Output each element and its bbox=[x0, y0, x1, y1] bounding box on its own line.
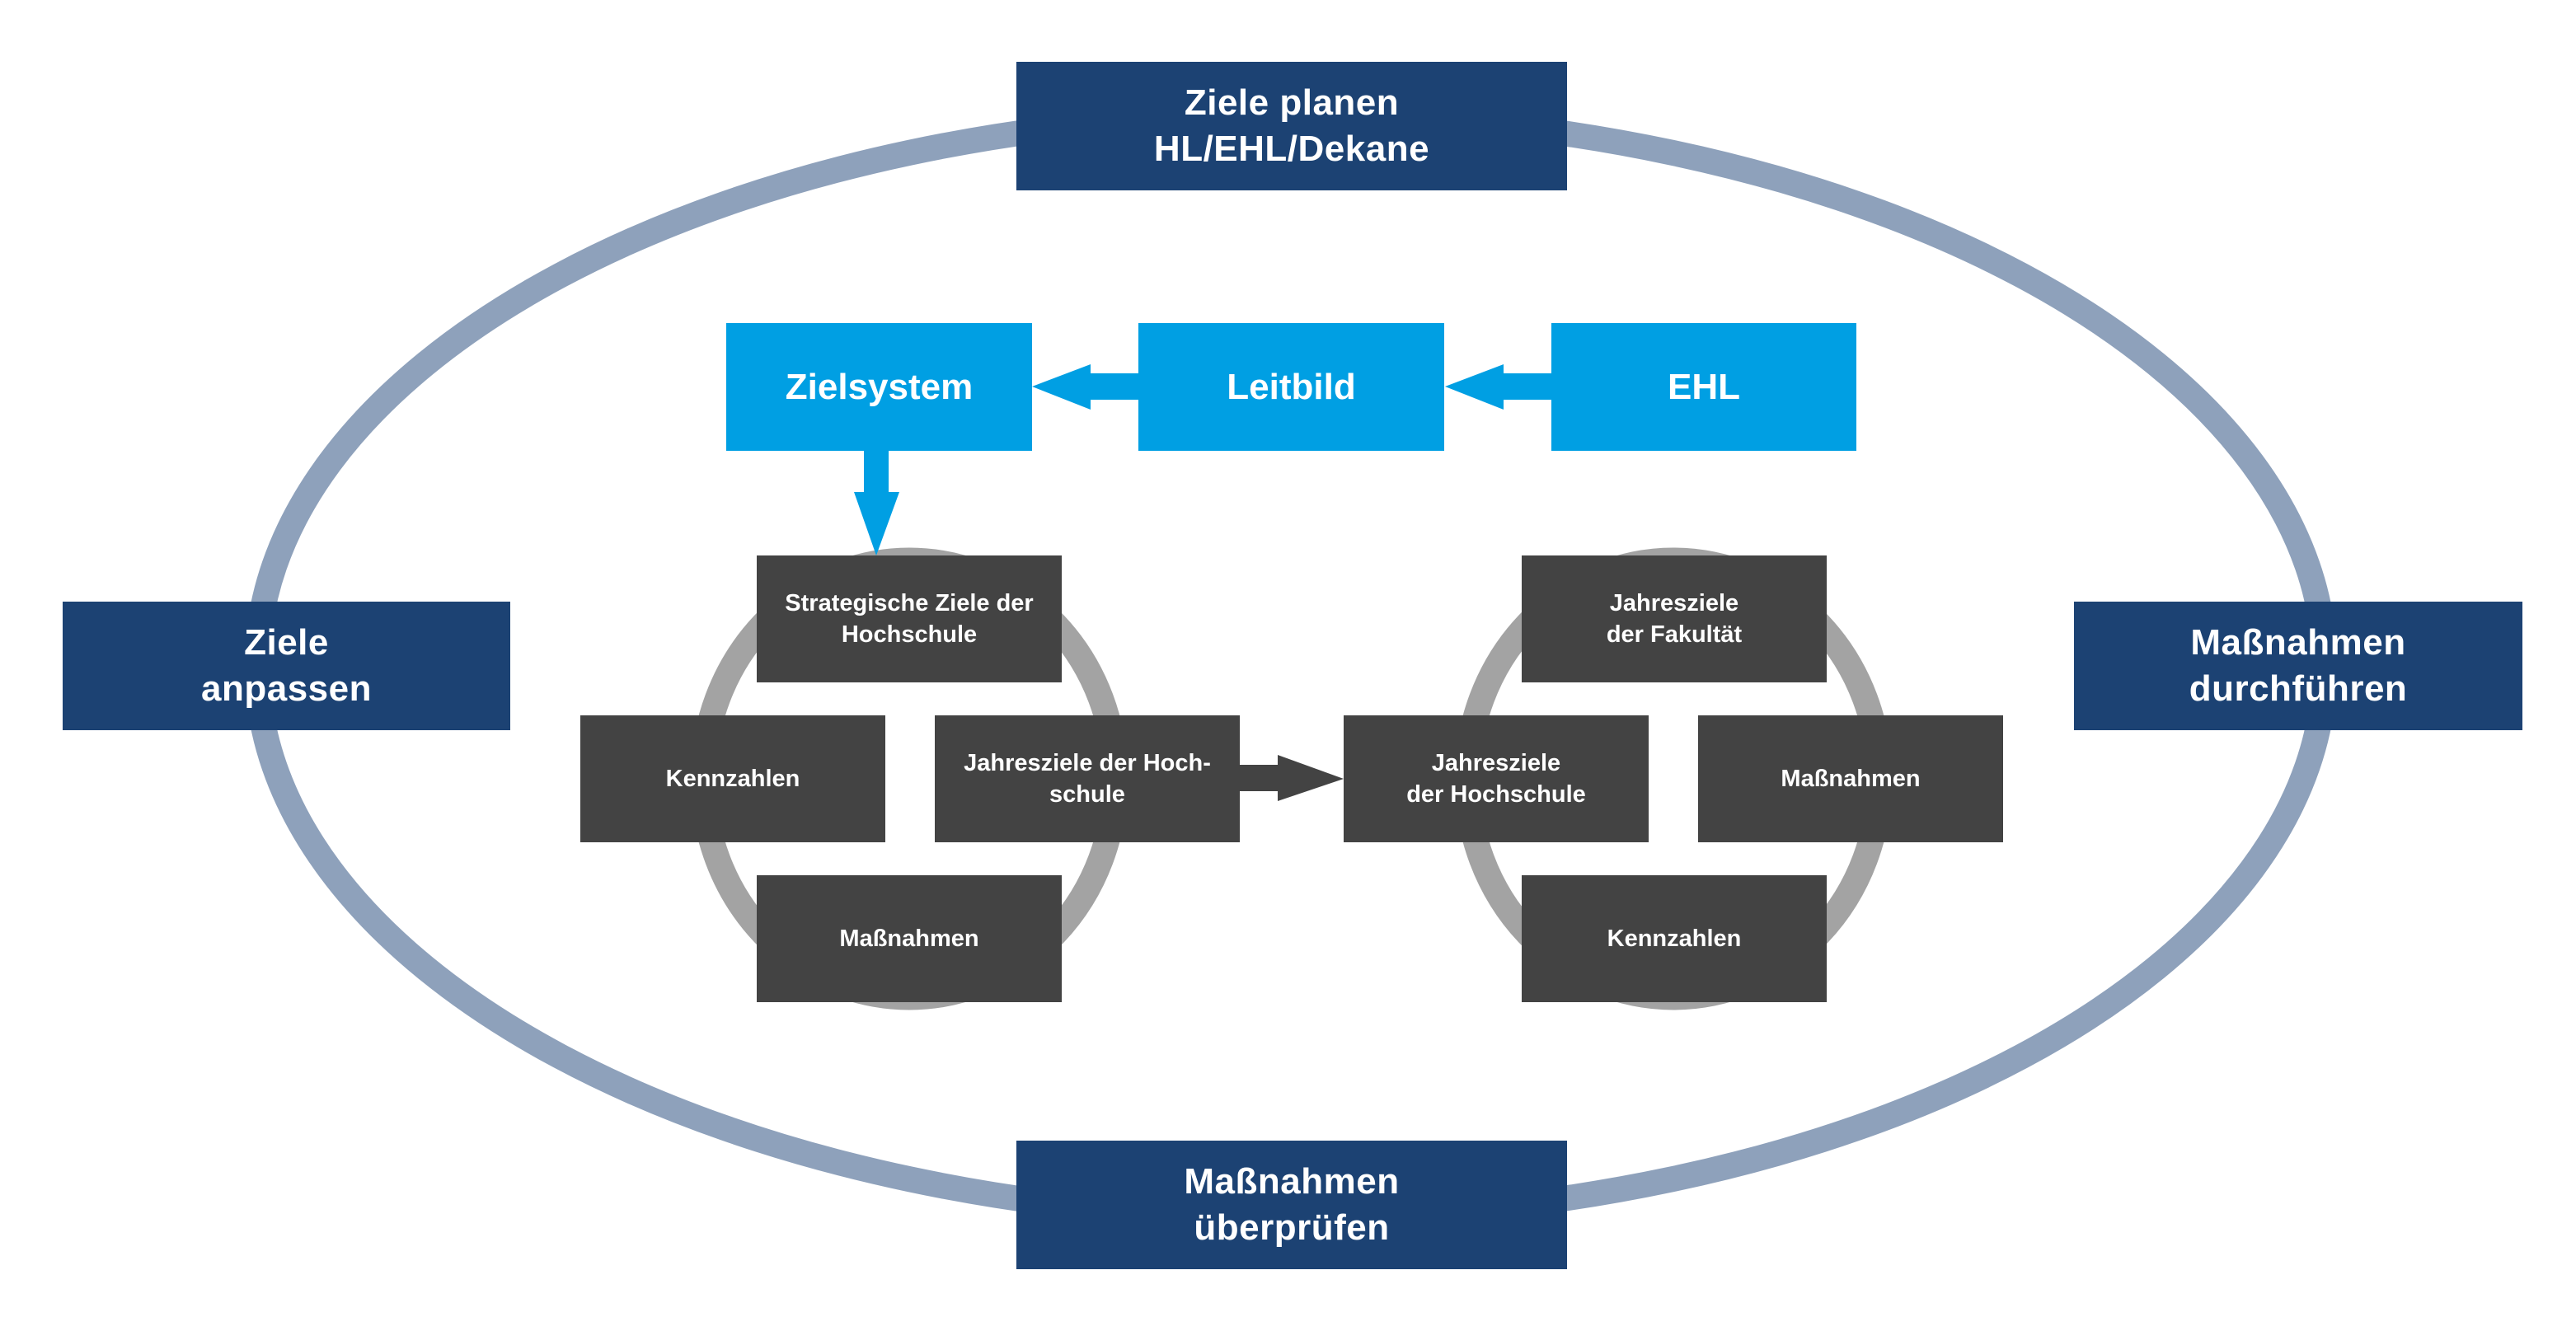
zielsystem-label: Zielsystem bbox=[785, 366, 974, 407]
faculty-university-annual-goals-box: Jahresziele der Hochschule bbox=[1344, 715, 1649, 842]
university-measures-box: Maßnahmen bbox=[757, 875, 1062, 1002]
arrow-university-to-faculty bbox=[1240, 755, 1344, 801]
university-measures-label: Maßnahmen bbox=[839, 926, 979, 952]
phase-plan-goals: Ziele planen HL/EHL/Dekane bbox=[1016, 62, 1567, 190]
phase-review-measures: Maßnahmen überprüfen bbox=[1016, 1141, 1567, 1269]
phase-implement-measures: Maßnahmen durchführen bbox=[2074, 602, 2522, 730]
university-strategic-goals-label: Strategische Ziele der Hochschule bbox=[785, 590, 1034, 648]
leitbild-box: Leitbild bbox=[1138, 323, 1444, 451]
university-annual-goals-box: Jahresziele der Hoch- schule bbox=[935, 715, 1240, 842]
arrow-leitbild-to-zielsystem bbox=[1032, 364, 1138, 410]
arrow-ehl-to-leitbild bbox=[1445, 364, 1551, 410]
faculty-university-annual-goals-label: Jahresziele der Hochschule bbox=[1406, 750, 1586, 808]
zielsystem-box: Zielsystem bbox=[726, 323, 1032, 451]
faculty-measures-label: Maßnahmen bbox=[1781, 766, 1921, 792]
university-kpis-label: Kennzahlen bbox=[665, 766, 800, 792]
phase-review-measures-label: Maßnahmen überprüfen bbox=[1184, 1161, 1400, 1248]
ehl-box: EHL bbox=[1551, 323, 1856, 451]
ehl-label: EHL bbox=[1668, 366, 1740, 407]
outer-cycle-ellipse bbox=[244, 101, 2338, 1231]
phase-plan-goals-label: Ziele planen HL/EHL/Dekane bbox=[1153, 82, 1430, 169]
university-strategic-goals-box: Strategische Ziele der Hochschule bbox=[757, 555, 1062, 682]
phase-implement-measures-label: Maßnahmen durchführen bbox=[2189, 622, 2408, 709]
university-kpis-box: Kennzahlen bbox=[580, 715, 885, 842]
phase-adjust-goals: Ziele anpassen bbox=[63, 602, 510, 730]
faculty-kpis-box: Kennzahlen bbox=[1522, 875, 1827, 1002]
faculty-measures-box: Maßnahmen bbox=[1698, 715, 2003, 842]
leitbild-label: Leitbild bbox=[1227, 366, 1356, 407]
faculty-annual-goals-label: Jahresziele der Fakultät bbox=[1606, 590, 1743, 648]
university-annual-goals-label: Jahresziele der Hoch- schule bbox=[964, 750, 1211, 808]
faculty-kpis-label: Kennzahlen bbox=[1607, 926, 1742, 952]
arrow-zielsystem-down bbox=[854, 451, 899, 555]
faculty-annual-goals-box: Jahresziele der Fakultät bbox=[1522, 555, 1827, 682]
phase-adjust-goals-label: Ziele anpassen bbox=[201, 622, 372, 709]
